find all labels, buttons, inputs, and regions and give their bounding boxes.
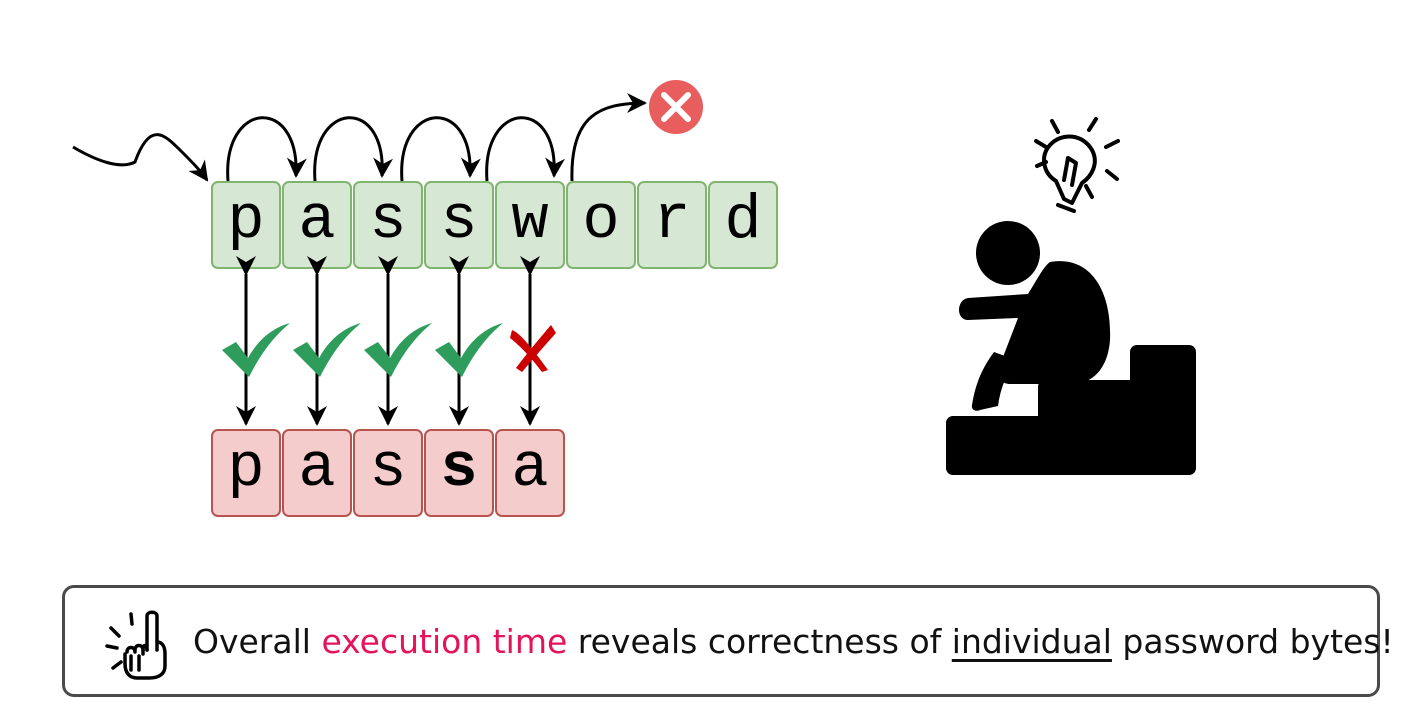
stored-char-cell: s (353, 181, 423, 269)
cross-icon (510, 325, 556, 372)
note-text: Overall execution time reveals correctne… (193, 588, 1394, 694)
pointing-hand-icon (105, 610, 167, 680)
hop-arrow (400, 116, 481, 182)
note-text-part: reveals correctness of (567, 621, 952, 661)
hop-arrow (226, 116, 307, 182)
key-insight-note: Overall execution time reveals correctne… (62, 585, 1394, 697)
hop-arrow (313, 116, 394, 182)
hop-arrows (226, 93, 647, 182)
stored-char-cell: o (566, 181, 636, 269)
thinking-person-on-stairs-icon (946, 221, 1196, 475)
lightbulb-icon (1034, 117, 1120, 213)
close-circle-icon (649, 80, 703, 134)
entry-arrow (72, 133, 209, 182)
check-icon (293, 323, 361, 377)
guess-char-cell: a (282, 429, 352, 517)
check-icon (435, 323, 503, 377)
match-marks (222, 323, 503, 377)
note-text-part: password bytes! (1111, 621, 1394, 661)
comparison-arrows (236, 256, 540, 426)
guess-char-cell: p (211, 429, 281, 517)
stored-char-cell: p (211, 181, 281, 269)
guess-char-cell: a (495, 429, 565, 517)
stored-char-cell: w (495, 181, 565, 269)
stored-char-cell: s (424, 181, 494, 269)
guess-char-cell: s (424, 429, 494, 517)
check-icon (222, 323, 290, 377)
note-underlined: individual (951, 621, 1112, 661)
note-text-part: Overall (193, 621, 322, 661)
check-icon (364, 323, 432, 377)
abort-arrow (570, 93, 647, 182)
hop-arrow (485, 116, 566, 182)
note-highlight: execution time (321, 621, 568, 661)
stored-char-cell: r (637, 181, 707, 269)
guess-char-cell: s (353, 429, 423, 517)
stored-char-cell: d (708, 181, 778, 269)
